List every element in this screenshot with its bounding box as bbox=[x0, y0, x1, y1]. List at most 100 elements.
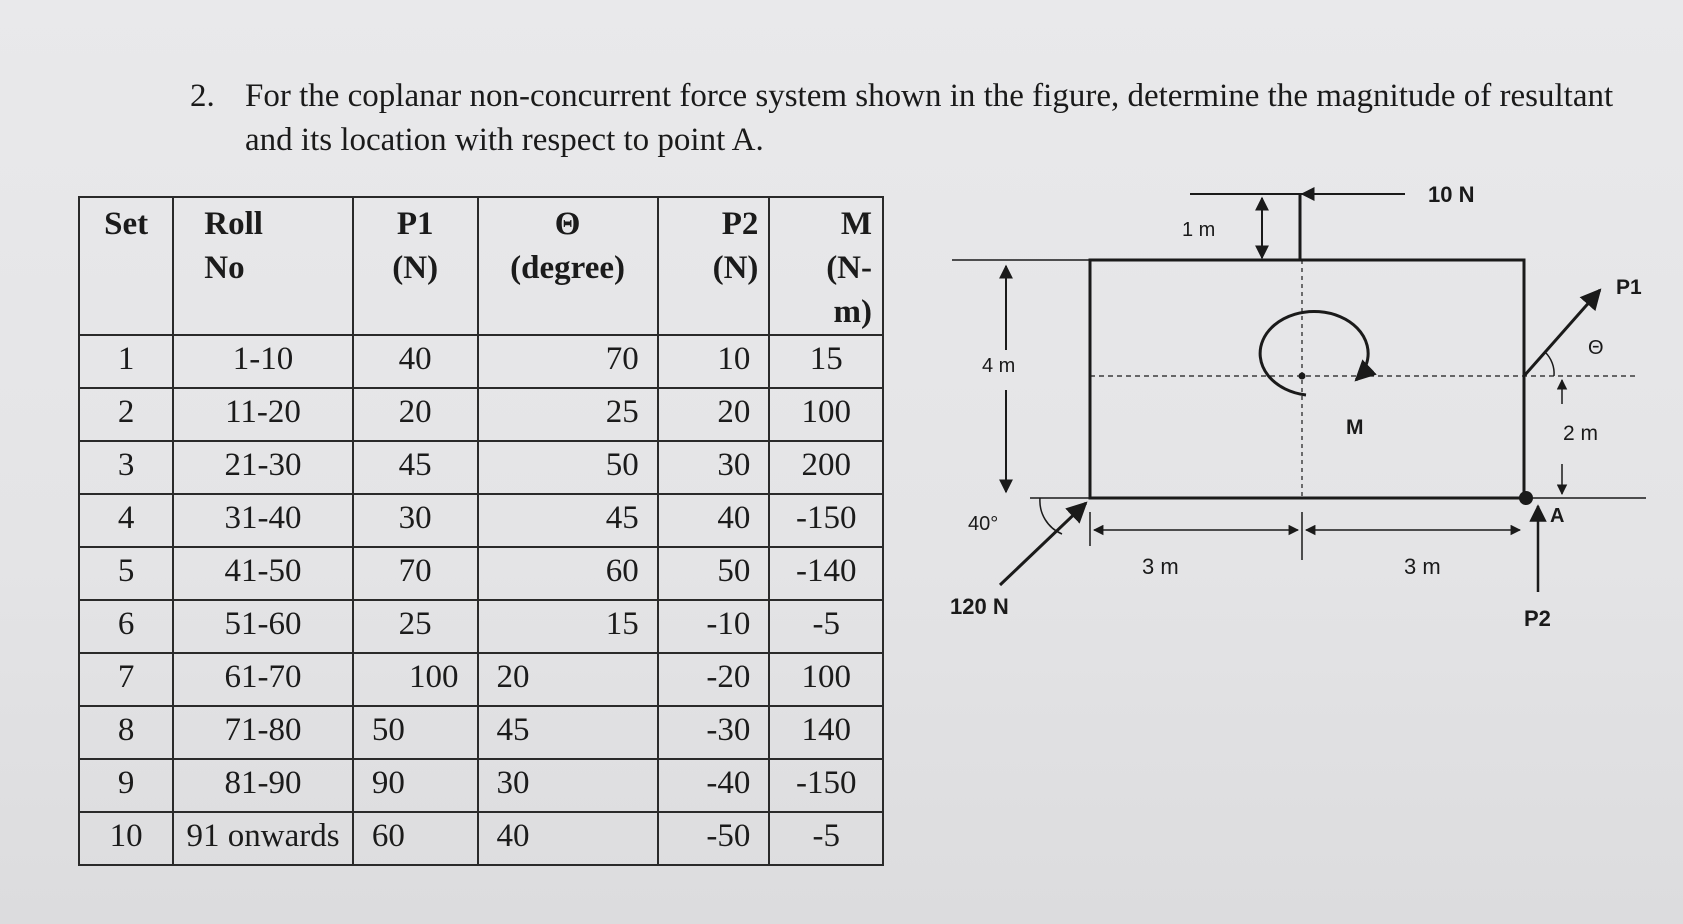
dim-1m-label: 1 m bbox=[1182, 219, 1215, 241]
cell-roll: 41-50 bbox=[172, 546, 354, 601]
cell-p1: 45 bbox=[351, 440, 479, 495]
cell-roll: 31-40 bbox=[172, 493, 354, 548]
cell-p1: 70 bbox=[351, 546, 479, 601]
cell-m: 100 bbox=[768, 652, 884, 707]
cell-p1: 30 bbox=[351, 493, 479, 548]
cell-set: 8 bbox=[77, 705, 175, 760]
center-point bbox=[1298, 372, 1306, 380]
dim-3m-left-label: 3 m bbox=[1142, 554, 1179, 579]
cell-set: 7 bbox=[77, 652, 175, 707]
table-row: 10 91 onwards 60 40 -50 -5 bbox=[77, 811, 884, 866]
cell-m: 200 bbox=[768, 440, 884, 495]
cell-p1: 90 bbox=[351, 758, 479, 813]
cell-theta: 20 bbox=[476, 652, 659, 707]
cell-p2: 20 bbox=[656, 387, 771, 442]
cell-p1: 40 bbox=[351, 334, 479, 389]
angle-theta-label: Θ bbox=[1588, 337, 1604, 359]
cell-theta: 45 bbox=[476, 493, 659, 548]
moment-arc-arrow bbox=[1258, 309, 1377, 397]
table-row: 8 71-80 50 45 -30 140 bbox=[77, 705, 884, 760]
cell-set: 4 bbox=[77, 493, 175, 548]
cell-m: -140 bbox=[768, 546, 884, 601]
problem-text: For the coplanar non-concurrent force sy… bbox=[245, 78, 1614, 158]
cell-set: 5 bbox=[77, 546, 175, 601]
header-p1: P1(N) bbox=[351, 196, 479, 336]
cell-roll: 11-20 bbox=[172, 387, 354, 442]
dim-3m-right-label: 3 m bbox=[1404, 554, 1441, 579]
table-row: 7 61-70 100 20 -20 100 bbox=[77, 652, 884, 707]
cell-p2: 40 bbox=[656, 493, 771, 548]
cell-theta: 70 bbox=[476, 334, 659, 389]
table-row: 6 51-60 25 15 -10 -5 bbox=[77, 599, 884, 654]
cell-theta: 60 bbox=[476, 546, 659, 601]
cell-roll: 21-30 bbox=[172, 440, 354, 495]
force-p2-label: P2 bbox=[1524, 606, 1551, 631]
header-theta: Θ(degree) bbox=[476, 196, 659, 336]
dim-4m-label: 4 m bbox=[982, 355, 1015, 377]
force-120n-label: 120 N bbox=[950, 594, 1009, 619]
cell-set: 9 bbox=[77, 758, 175, 813]
table-row: 3 21-30 45 50 30 200 bbox=[77, 440, 884, 495]
cell-p2: -10 bbox=[656, 599, 771, 654]
cell-m: 100 bbox=[768, 387, 884, 442]
cell-m: -5 bbox=[768, 599, 884, 654]
cell-p1: 60 bbox=[351, 811, 479, 866]
moment-label: M bbox=[1346, 416, 1364, 439]
angle-40-label: 40° bbox=[968, 513, 998, 535]
header-set: Set bbox=[77, 196, 175, 336]
cell-p2: -20 bbox=[656, 652, 771, 707]
dim-2m-label: 2 m bbox=[1563, 422, 1598, 445]
cell-roll: 71-80 bbox=[172, 705, 354, 760]
force-120n-arrow bbox=[998, 501, 1088, 587]
cell-set: 1 bbox=[77, 334, 175, 389]
table-row: 4 31-40 30 45 40 -150 bbox=[77, 493, 884, 548]
cell-roll: 81-90 bbox=[172, 758, 354, 813]
force-p1-label: P1 bbox=[1616, 276, 1642, 299]
cell-p2: -40 bbox=[656, 758, 771, 813]
cell-p2: -50 bbox=[656, 811, 771, 866]
cell-m: 15 bbox=[768, 334, 884, 389]
angle-40-arc bbox=[1039, 497, 1063, 535]
cell-set: 2 bbox=[77, 387, 175, 442]
cell-p2: -30 bbox=[656, 705, 771, 760]
cell-p2: 30 bbox=[656, 440, 771, 495]
cell-roll: 91 onwards bbox=[172, 811, 354, 866]
table-row: 1 1-10 40 70 10 15 bbox=[77, 334, 884, 389]
cell-theta: 15 bbox=[476, 599, 659, 654]
cell-set: 10 bbox=[77, 811, 175, 866]
cell-p2: 10 bbox=[656, 334, 771, 389]
problem-number: 2. bbox=[190, 78, 215, 114]
cell-p2: 50 bbox=[656, 546, 771, 601]
cell-p1: 50 bbox=[351, 705, 479, 760]
force-p1-arrow bbox=[1522, 288, 1602, 377]
force-10n-label: 10 N bbox=[1428, 182, 1474, 207]
cell-set: 3 bbox=[77, 440, 175, 495]
cell-roll: 51-60 bbox=[172, 599, 354, 654]
angle-theta-arc bbox=[1544, 351, 1555, 377]
cell-set: 6 bbox=[77, 599, 175, 654]
cell-roll: 1-10 bbox=[172, 334, 354, 389]
table-row: 2 11-20 20 25 20 100 bbox=[77, 387, 884, 442]
cell-m: 140 bbox=[768, 705, 884, 760]
cell-m: -150 bbox=[768, 493, 884, 548]
rigid-body-rect bbox=[1088, 258, 1526, 500]
point-a-label: A bbox=[1550, 505, 1564, 527]
cell-theta: 40 bbox=[476, 811, 659, 866]
table-row: 5 41-50 70 60 50 -140 bbox=[77, 546, 884, 601]
header-p2: P2(N) bbox=[656, 196, 771, 336]
cell-p1: 25 bbox=[351, 599, 479, 654]
cell-theta: 45 bbox=[476, 705, 659, 760]
cell-p1: 100 bbox=[351, 652, 479, 707]
cell-m: -5 bbox=[768, 811, 884, 866]
cell-p1: 20 bbox=[351, 387, 479, 442]
table-row: 9 81-90 90 30 -40 -150 bbox=[77, 758, 884, 813]
cell-theta: 50 bbox=[476, 440, 659, 495]
header-m: M(N-m) bbox=[768, 196, 884, 336]
point-a-marker bbox=[1519, 491, 1533, 505]
cell-theta: 30 bbox=[476, 758, 659, 813]
cell-roll: 61-70 bbox=[172, 652, 354, 707]
